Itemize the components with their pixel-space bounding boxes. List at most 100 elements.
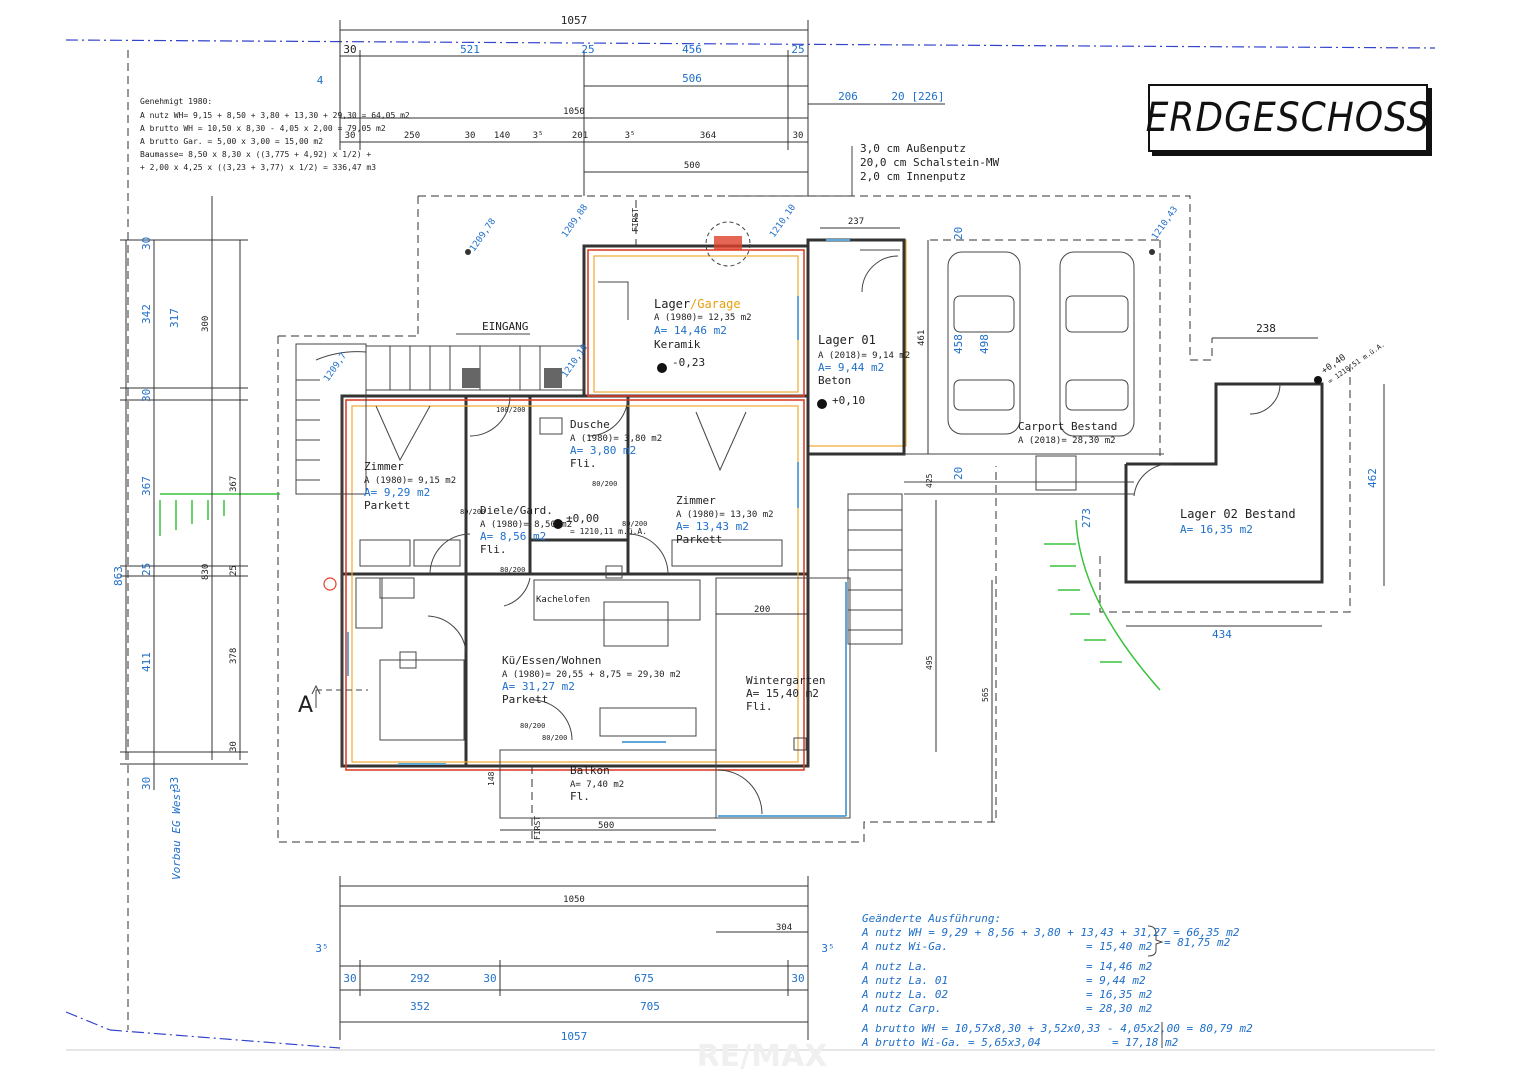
dim-total-top: 1057 <box>561 14 588 27</box>
dim-565: 565 <box>981 687 990 702</box>
dim-500-balkon: 500 <box>598 821 614 831</box>
zimmer-left-a1980: A (1980)= 9,15 m2 <box>364 476 456 486</box>
dim-30c: 30 <box>465 131 476 141</box>
lager01-name: Lager 01 <box>818 333 876 347</box>
room-wintergarten: Wintergarten A= 15,40 m2 Fli. <box>746 674 825 713</box>
windows <box>347 239 850 765</box>
dim-411: 411 <box>140 652 153 672</box>
dim-304: 304 <box>776 923 792 933</box>
dim-462: 462 <box>1366 468 1379 488</box>
zimmer-right-a1980: A (1980)= 13,30 m2 <box>676 510 774 520</box>
dim-30d: 30 <box>793 131 804 141</box>
dim-4: 4 <box>317 74 324 87</box>
room-dusche: Dusche A (1980)= 3,80 m2 A= 3,80 m2 Fli. <box>570 418 662 470</box>
dim-292: 292 <box>410 972 430 985</box>
diele-name: Diele/Gard. <box>480 504 553 517</box>
changes-line-6: A nutz Carp. <box>861 1002 941 1015</box>
wall-layers-note: 3,0 cm Außenputz 20,0 cm Schalstein-MW 2… <box>728 142 999 197</box>
elevation-1: 1209,78 <box>468 217 498 254</box>
lager02-walls <box>1124 382 1324 584</box>
approval-line-5: + 2,00 x 4,25 x ((3,23 + 3,77) x 1/2) = … <box>140 163 376 172</box>
dim-30: 30 <box>343 43 356 56</box>
lager01-floor: Beton <box>818 374 851 387</box>
car-right-icon <box>1059 251 1135 437</box>
dim-30-bottom-a: 30 <box>343 972 356 985</box>
dim-80-200-e: 80/200 <box>520 722 545 730</box>
dim-80-200-d: 80/200 <box>500 566 525 574</box>
car-left-icon <box>947 251 1021 435</box>
dim-378: 378 <box>229 648 239 664</box>
dim-20-b: 20 <box>952 467 965 480</box>
dusche-a1980: A (1980)= 3,80 m2 <box>570 434 662 444</box>
dim-30-bottom-b: 30 <box>483 972 496 985</box>
kueche-a1980: A (1980)= 20,55 + 8,75 = 29,30 m2 <box>502 670 681 680</box>
dusche-name: Dusche <box>570 418 610 431</box>
vorbau-label: Vorbau EG West <box>170 787 183 880</box>
dim-1050-bottom: 1050 <box>563 895 585 905</box>
wintergarten-walls <box>499 577 851 819</box>
room-zimmer-right: Zimmer A (1980)= 13,30 m2 A= 13,43 m2 Pa… <box>676 494 774 546</box>
changes-block: Geänderte Ausführung: A nutz WH = 9,29 +… <box>861 912 1253 1049</box>
approval-line-4: Baumasse= 8,50 x 8,30 x ((3,775 + 4,92) … <box>140 150 371 159</box>
elevation-3: 1210,10 <box>768 203 798 240</box>
property-line-bottom <box>109 1029 341 1049</box>
dusche-floor: Fli. <box>570 457 597 470</box>
dim-200: 200 <box>754 605 770 615</box>
room-lager-garage: Lager /Garage A (1980)= 12,35 m2 A= 14,4… <box>654 297 752 369</box>
diele-level: ±0,00 <box>566 512 599 525</box>
stairs-entrance <box>365 345 585 391</box>
zimmer-left-floor: Parkett <box>364 499 410 512</box>
dim-80-200-b: 80/200 <box>460 508 485 516</box>
dim-342: 342 <box>140 304 153 324</box>
lager01-area: A= 9,44 m2 <box>818 361 884 374</box>
first-label-2: FIRST <box>533 816 542 840</box>
dim-30-bottom-c: 30 <box>791 972 804 985</box>
dim-273: 273 <box>1080 508 1093 528</box>
dim-250: 250 <box>404 131 420 141</box>
dim-521: 521 <box>460 43 480 56</box>
dim-30f: 30 <box>229 741 239 752</box>
dim-317: 317 <box>168 308 181 328</box>
lager01-level: +0,10 <box>832 394 865 407</box>
carport <box>904 239 1164 495</box>
room-lager02: Lager 02 Bestand A= 16,35 m2 <box>1180 507 1296 536</box>
doors <box>427 281 669 741</box>
lager-garage-floor: Keramik <box>654 338 701 351</box>
diele-level2: = 1210,11 m.ü.A. <box>570 527 647 536</box>
watermark-logo: RE/MAX <box>697 1039 828 1074</box>
approval-note: Genehmigt 1980: A nutz WH= 9,15 + 8,50 +… <box>140 97 410 172</box>
dim-140: 140 <box>494 131 510 141</box>
dim-30e: 30 <box>140 389 153 402</box>
approval-line-1: A nutz WH= 9,15 + 8,50 + 3,80 + 13,30 + … <box>140 111 410 120</box>
changes-sum: = 81,75 m2 <box>1164 936 1231 949</box>
dim-367b: 367 <box>229 476 239 492</box>
balkon-floor: Fl. <box>570 790 590 803</box>
dim-238: 238 <box>1256 322 1276 335</box>
wintergarten-name: Wintergarten <box>746 674 825 687</box>
furniture <box>355 405 807 751</box>
dusche-area: A= 3,80 m2 <box>570 444 636 457</box>
page-title: ERDGESCHOSS <box>1145 95 1431 141</box>
approval-line-2: A brutto WH = 10,50 x 8,30 - 4,05 x 2,00… <box>140 124 386 133</box>
zimmer-right-area: A= 13,43 m2 <box>676 520 749 533</box>
eingang-label: EINGANG <box>482 320 528 333</box>
dim-3-5b: 3⁵ <box>625 131 636 141</box>
approval-line-0: Genehmigt 1980: <box>140 97 212 106</box>
kueche-floor: Parkett <box>502 693 548 706</box>
zimmer-left-area: A= 9,29 m2 <box>364 486 430 499</box>
wall-layer-2: 2,0 cm Innenputz <box>860 170 966 183</box>
balkon-area: A= 7,40 m2 <box>570 780 624 790</box>
zimmer-left-name: Zimmer <box>364 460 404 473</box>
chimney-icon <box>705 221 751 267</box>
dim-434: 434 <box>1212 628 1232 641</box>
bottom-dimensions <box>339 876 809 1040</box>
left-dimensions <box>120 196 248 790</box>
outer-dashed-outlines <box>277 195 1351 843</box>
dim-352: 352 <box>410 1000 430 1013</box>
lager-garage-level: -0,23 <box>672 356 705 369</box>
dim-100-200: 100/200 <box>496 406 526 414</box>
room-kueche: Kü/Essen/Wohnen A (1980)= 20,55 + 8,75 =… <box>502 595 681 706</box>
dim-226: [226] <box>911 90 944 103</box>
dim-30b: 30 <box>345 131 356 141</box>
dim-20-a: 20 <box>952 227 965 240</box>
